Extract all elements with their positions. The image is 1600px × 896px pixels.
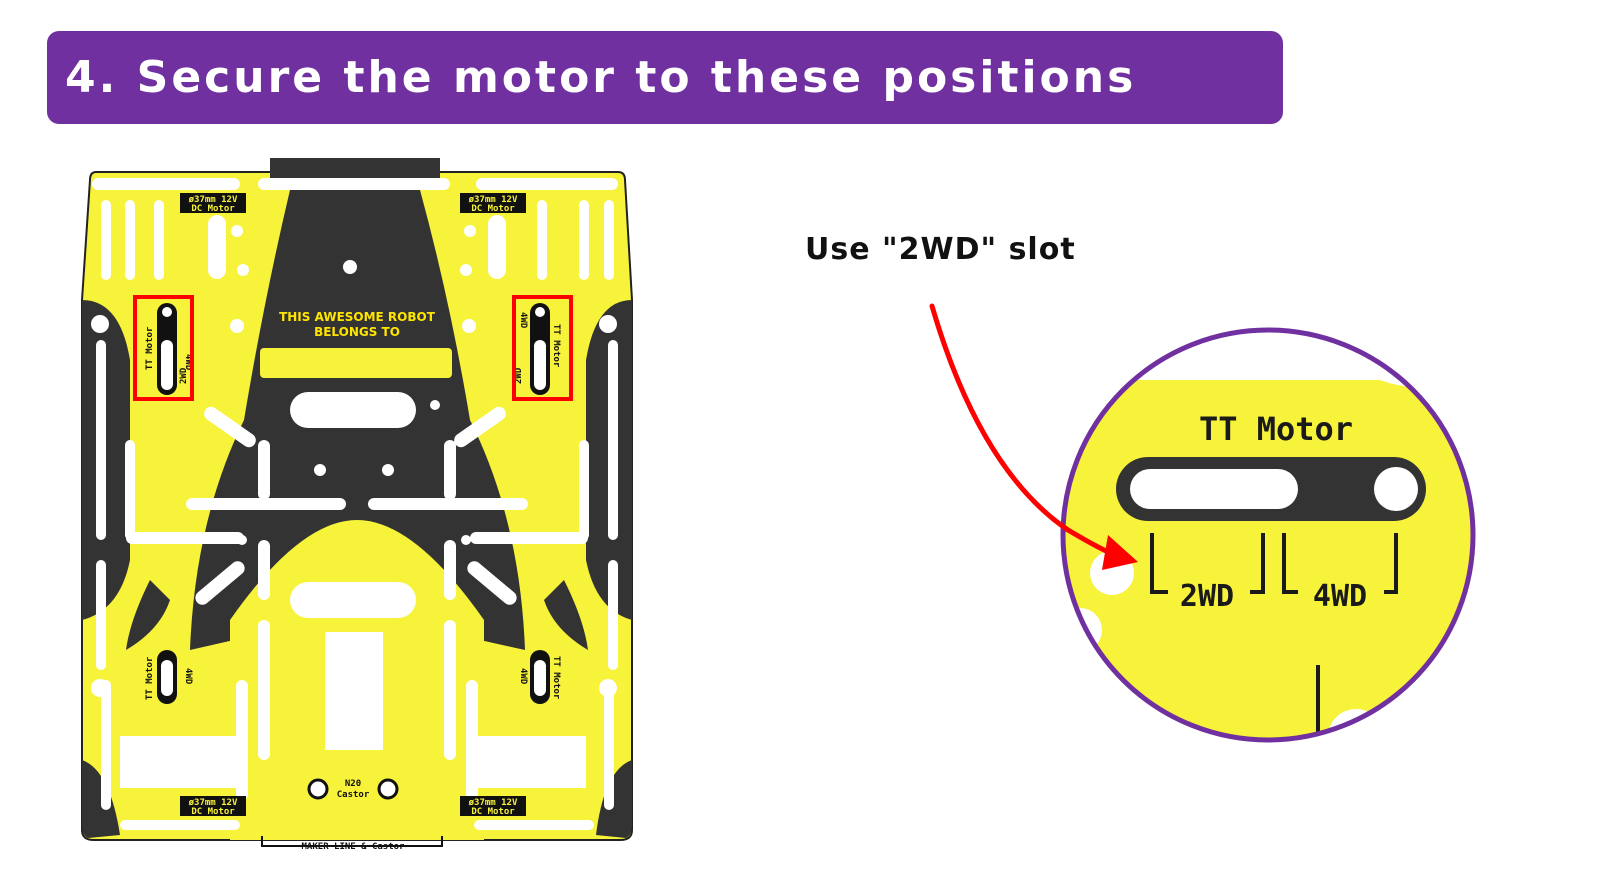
tt-motor-label-top-left: TT Motor xyxy=(145,326,155,370)
zoom-4wd-label: 4WD xyxy=(1313,579,1367,614)
slot-4wd-top-right: 4WD xyxy=(518,312,528,329)
motor-label-bottom-right-2: DC Motor xyxy=(471,807,515,817)
slot-2wd-top-left: 2WD xyxy=(179,367,189,384)
maker-line-label: MAKER LINE & Castor xyxy=(302,842,406,852)
tt-motor-label-top-right: TT Motor xyxy=(551,324,561,368)
arrow-head xyxy=(1102,535,1138,570)
motor-label-top-right-2: DC Motor xyxy=(471,204,515,214)
callout-text: Use "2WD" slot xyxy=(805,232,1076,267)
tt-motor-label-bottom-left: TT Motor xyxy=(145,656,155,700)
zoom-2wd-label: 2WD xyxy=(1180,579,1234,614)
page-title: 4. Secure the motor to these positions xyxy=(65,52,1137,103)
chassis-board: THIS AWESOME ROBOT BELONGS TO ø37mm 12V … xyxy=(81,158,633,852)
highlight-box-left xyxy=(133,295,194,401)
slot-4wd-top-left: 4WD xyxy=(183,354,193,371)
zoom-tt-motor-label: TT Motor xyxy=(1199,410,1353,448)
motor-label-bottom-left: ø37mm 12V xyxy=(189,798,238,808)
motor-label-bottom-right: ø37mm 12V xyxy=(469,798,518,808)
n20-label-1: N20 xyxy=(345,779,361,789)
robot-owner-line2: BELONGS TO xyxy=(314,325,400,339)
motor-label-bottom-left-2: DC Motor xyxy=(191,807,235,817)
slot-4wd-bottom-right: 4WD xyxy=(518,668,528,685)
slot-4wd-bottom-left: 4WD xyxy=(183,668,193,685)
zoom-circle-border xyxy=(1060,327,1476,743)
robot-owner-line1: THIS AWESOME ROBOT xyxy=(279,310,436,324)
motor-label-top-right: ø37mm 12V xyxy=(469,195,518,205)
tt-motor-label-bottom-right: TT Motor xyxy=(551,656,561,700)
highlight-box-right xyxy=(512,295,573,401)
motor-label-top-left-2: DC Motor xyxy=(191,204,235,214)
n20-label-2: Castor xyxy=(337,790,370,800)
slot-2wd-top-right: 2WD xyxy=(514,367,524,384)
motor-label-top-left: ø37mm 12V xyxy=(189,195,238,205)
title-banner: 4. Secure the motor to these positions xyxy=(47,31,1283,124)
